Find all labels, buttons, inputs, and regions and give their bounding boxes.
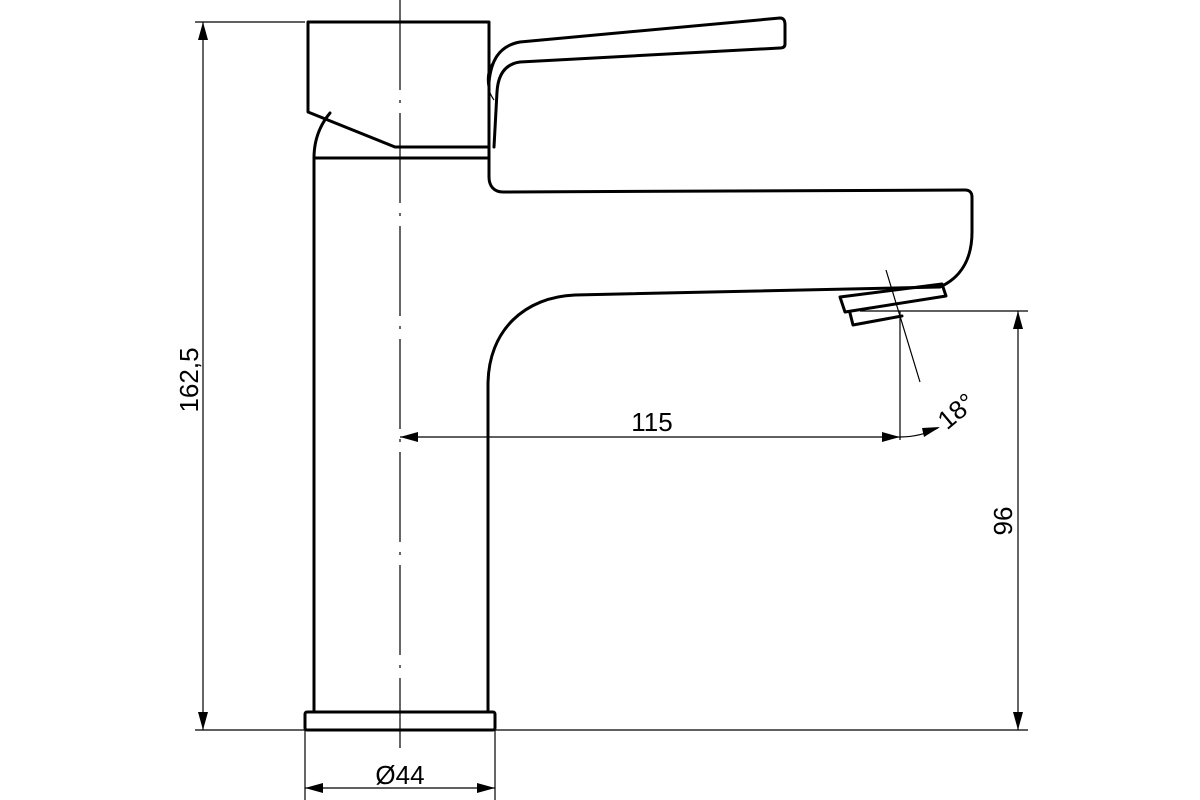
- dim-total-height: 162,5: [174, 21, 305, 731]
- dim-spout-reach: 115: [400, 407, 900, 442]
- spout-reach-label: 115: [631, 407, 672, 437]
- aerator: [838, 282, 948, 314]
- total-height-label: 162,5: [174, 347, 204, 412]
- faucet-outline: [303, 16, 974, 732]
- lever-handle: [487, 16, 787, 149]
- dim-spout-angle: 18°: [899, 311, 981, 440]
- spout-height-label: 96: [988, 507, 1018, 536]
- body-shoulder: [312, 111, 332, 160]
- aerator-centerline: [885, 269, 921, 383]
- aerator-tip: [848, 311, 904, 327]
- handle-pivot: [486, 59, 497, 101]
- handle-cap: [306, 20, 491, 149]
- spout-upper: [486, 145, 974, 714]
- spout-angle-label: 18°: [932, 387, 981, 435]
- base-diameter-label: Ø44: [375, 760, 424, 790]
- dim-spout-height: 96: [495, 310, 1028, 731]
- dim-base-diameter: Ø44: [304, 730, 496, 800]
